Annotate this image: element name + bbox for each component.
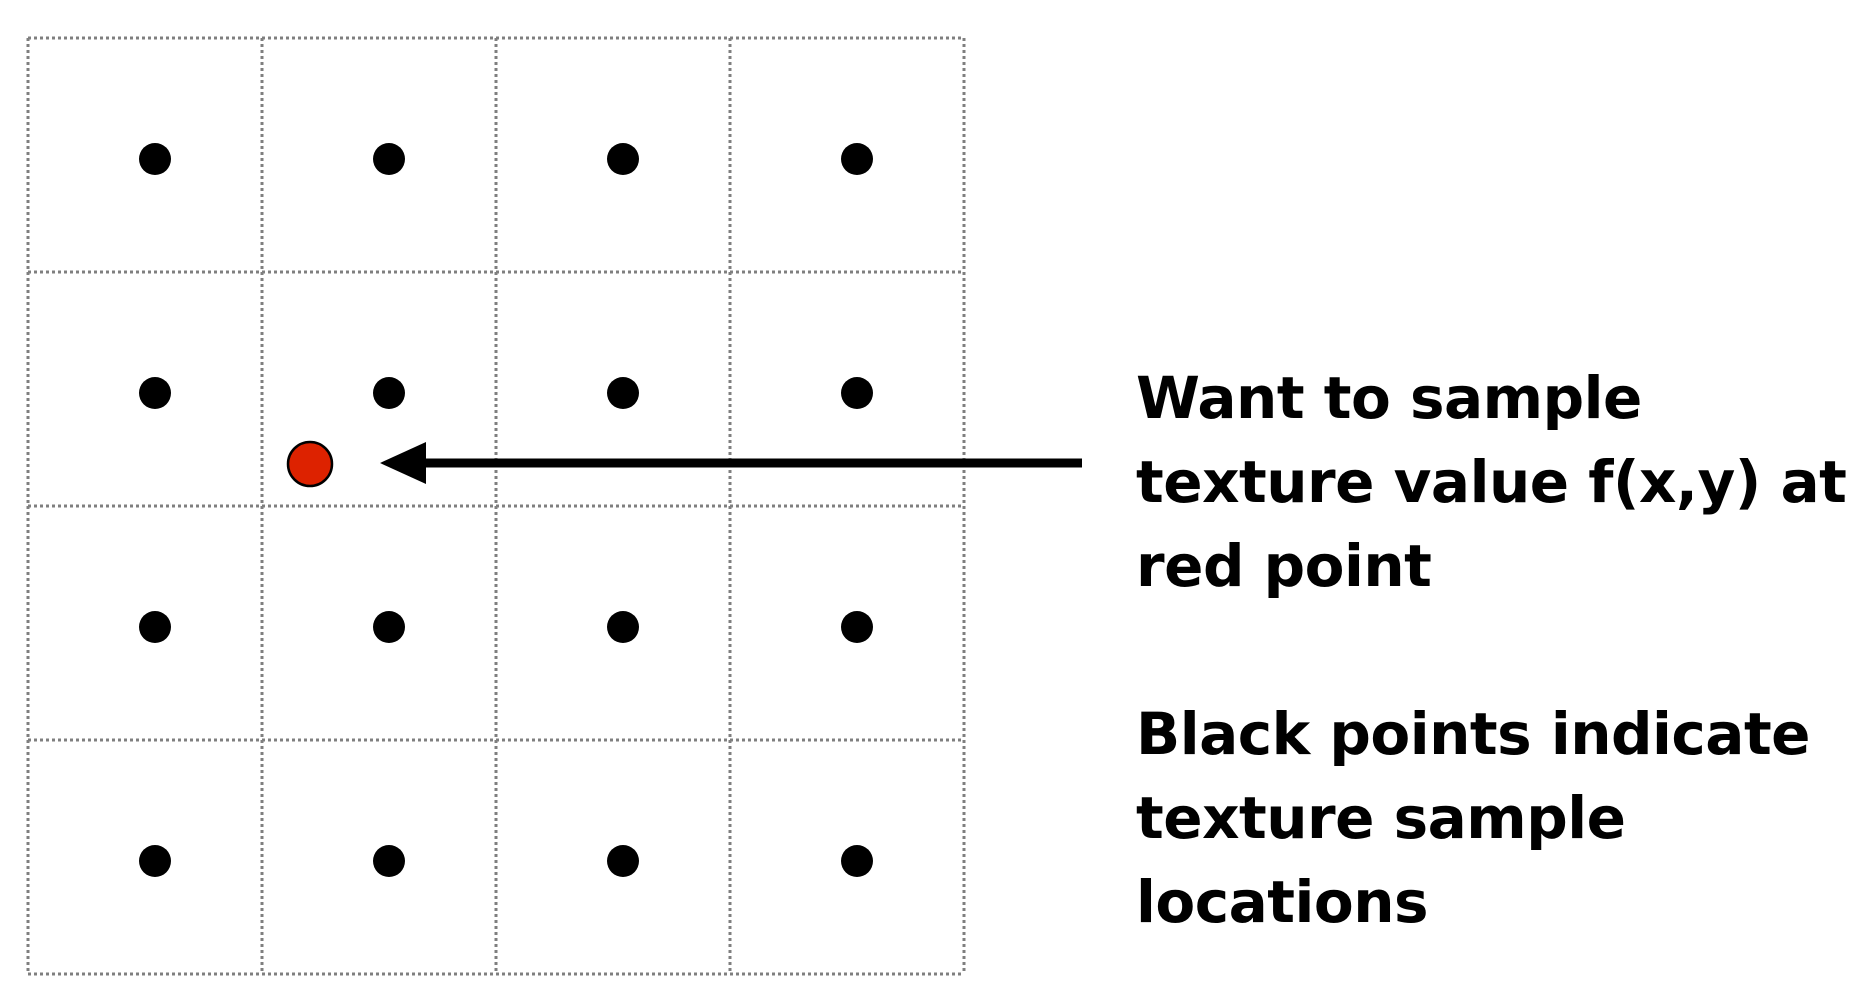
texture-sample-point xyxy=(373,845,405,877)
texture-sample-point xyxy=(841,845,873,877)
target-caption-line-2: texture value f(x,y) at xyxy=(1136,448,1847,516)
texture-sample-point xyxy=(373,377,405,409)
texture-sample-point xyxy=(841,377,873,409)
samples-caption: Black points indicate texture sample loc… xyxy=(1136,692,1856,944)
texture-sample-point xyxy=(607,845,639,877)
query-point xyxy=(286,440,334,488)
texture-sample-point xyxy=(139,143,171,175)
texture-grid xyxy=(26,36,966,976)
texture-sample-point xyxy=(607,611,639,643)
texture-sample-point xyxy=(607,377,639,409)
texture-sample-point xyxy=(139,611,171,643)
target-caption: Want to sample texture value f(x,y) at r… xyxy=(1136,356,1856,608)
texture-sample-point xyxy=(139,377,171,409)
texture-sample-point xyxy=(139,845,171,877)
texture-sample-point xyxy=(373,611,405,643)
samples-caption-line-3: locations xyxy=(1136,868,1429,936)
texture-sample-point xyxy=(841,611,873,643)
target-caption-line-3: red point xyxy=(1136,532,1432,600)
texture-sample-points xyxy=(139,143,873,877)
arrow-head xyxy=(380,442,426,484)
texture-sample-point xyxy=(841,143,873,175)
texture-sample-point xyxy=(373,143,405,175)
texture-sample-point xyxy=(607,143,639,175)
samples-caption-line-2: texture sample xyxy=(1136,784,1626,852)
samples-caption-line-1: Black points indicate xyxy=(1136,700,1811,768)
target-caption-line-1: Want to sample xyxy=(1136,364,1642,432)
pointer-arrow xyxy=(380,442,1082,484)
